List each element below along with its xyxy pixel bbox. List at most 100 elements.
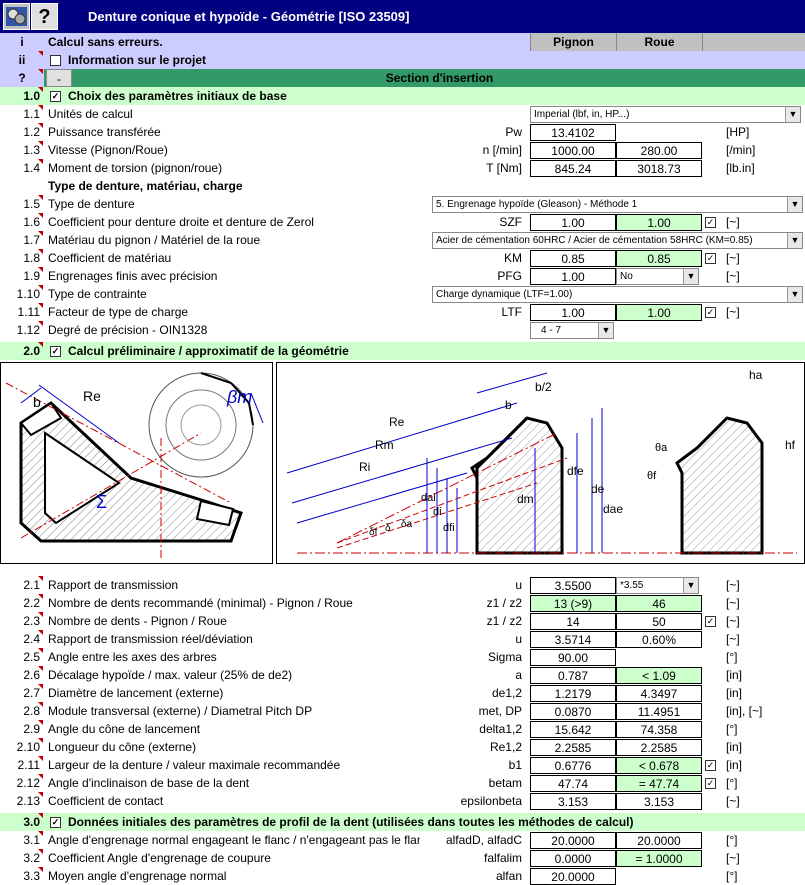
comment-marker: [38, 792, 43, 797]
row-label: Puissance transférée: [48, 125, 161, 139]
project-info-checkbox[interactable]: [50, 55, 61, 66]
row-index: ii: [18, 53, 26, 67]
row-unit: [~]: [726, 794, 740, 808]
row-unit: [°]: [726, 650, 738, 664]
speed-wheel-value: 280.00: [616, 142, 702, 159]
comment-marker: [38, 648, 43, 653]
row-label: Coefficient de contact: [48, 794, 164, 808]
ltf-input[interactable]: 1.00: [616, 304, 702, 321]
value-wheel: 0.60%: [616, 631, 702, 648]
app-icon[interactable]: [3, 3, 30, 30]
row-symbol: delta1,2: [420, 720, 522, 738]
row-number: 1.12: [16, 323, 40, 337]
row-number: 2.13: [16, 794, 40, 808]
value-pinion[interactable]: 47.74: [530, 775, 616, 792]
row-symbol: alfan: [420, 867, 522, 885]
row-label: Type de contrainte: [48, 287, 147, 301]
collapse-button[interactable]: -: [46, 69, 72, 87]
row-number: 2.11: [17, 758, 40, 772]
value-pinion[interactable]: 0.6776: [530, 757, 616, 774]
load-type-select[interactable]: Charge dynamique (LTF=1.00)▼: [432, 286, 803, 303]
value-wheel: = 47.74: [616, 775, 702, 792]
section-2-header: 2.0 ✓ Calcul préliminaire / approximatif…: [0, 342, 805, 360]
row-symbol: LTF: [501, 305, 522, 319]
select-value: 4 - 7: [541, 325, 562, 336]
section-2-checkbox[interactable]: ✓: [50, 346, 61, 357]
fig2-label-ri: Ri: [359, 460, 370, 474]
header-row: i Calcul sans erreurs. Pignon Roue: [0, 33, 805, 51]
torque-wheel-value: 3018.73: [616, 160, 702, 177]
row-index: ?: [0, 69, 44, 87]
value-pinion[interactable]: 90.00: [530, 649, 616, 666]
row-number: 1.9: [23, 269, 40, 283]
comment-marker: [38, 630, 43, 635]
comment-marker: [38, 756, 43, 761]
ratio-select[interactable]: *3.55▼: [616, 577, 699, 594]
km-checkbox[interactable]: ✓: [705, 253, 716, 264]
km-input[interactable]: 0.85: [616, 250, 702, 267]
units-select[interactable]: Imperial (lbf, in, HP...)▼: [530, 106, 801, 123]
section-3-checkbox[interactable]: ✓: [50, 817, 61, 828]
value-wheel[interactable]: 20.0000: [616, 832, 702, 849]
row-unit: [~]: [726, 305, 740, 319]
row-unit: [°]: [726, 722, 738, 736]
comment-marker: [38, 303, 43, 308]
value-wheel[interactable]: 50: [616, 613, 702, 630]
value-pinion[interactable]: 20.0000: [530, 832, 616, 849]
fig2-label-dm: dm: [517, 492, 534, 506]
bevel-gear-figure: Re b βm Σ: [0, 362, 273, 564]
value-pinion: 3.5714: [530, 631, 616, 648]
precision-select[interactable]: 4 - 7▼: [530, 322, 614, 339]
gear-type-select[interactable]: 5. Engrenage hypoïde (Gleason) - Méthode…: [432, 196, 803, 213]
section-3-header: 3.0 ✓ Données initiales des paramètres d…: [0, 813, 805, 831]
pfg-select[interactable]: No▼: [616, 268, 699, 285]
select-value: No: [620, 271, 633, 282]
row-label: Angle d'engrenage normal engageant le fl…: [48, 833, 420, 847]
comment-marker: [38, 576, 43, 581]
fig2-label-de: de: [591, 482, 605, 496]
comment-marker: [38, 141, 43, 146]
value-pinion[interactable]: 14: [530, 613, 616, 630]
fig2-label-dfi: dfi: [443, 522, 455, 534]
szf-checkbox[interactable]: ✓: [705, 217, 716, 228]
row-number: 2.10: [16, 740, 40, 754]
row-label: Rapport de transmission: [48, 578, 179, 592]
row-number: 2.5: [23, 650, 40, 664]
value-pinion[interactable]: 3.5500: [530, 577, 616, 594]
speed-pinion-input[interactable]: 1000.00: [530, 142, 616, 159]
comment-marker: [38, 666, 43, 671]
insertion-row: ? - Section d'insertion: [0, 69, 805, 87]
row-label: Unités de calcul: [48, 107, 133, 121]
value-pinion[interactable]: 0.0000: [530, 850, 616, 867]
chevron-down-icon: ▼: [785, 107, 800, 122]
row-symbol: Pw: [505, 125, 522, 139]
section-1-header: 1.0 ✓ Choix des paramètres initiaux de b…: [0, 87, 805, 105]
comment-marker: [38, 342, 43, 347]
help-button[interactable]: ?: [31, 3, 58, 30]
row-number: 1.6: [23, 215, 40, 229]
row-checkbox[interactable]: ✓: [705, 616, 716, 627]
ltf-checkbox[interactable]: ✓: [705, 307, 716, 318]
row-checkbox[interactable]: ✓: [705, 760, 716, 771]
szf-input[interactable]: 1.00: [616, 214, 702, 231]
row-label: Degré de précision - OIN1328: [48, 323, 208, 337]
row-symbol: alfadD, alfadC: [420, 831, 522, 849]
section-1-checkbox[interactable]: ✓: [50, 91, 61, 102]
row-symbol: KM: [504, 251, 522, 265]
project-info-row[interactable]: ii Information sur le projet: [0, 51, 805, 69]
comment-marker: [38, 831, 43, 836]
row-checkbox[interactable]: ✓: [705, 778, 716, 789]
row-number: 2.2: [23, 596, 40, 610]
value-pinion: 15.642: [530, 721, 616, 738]
row-1.4: 1.4 Moment de torsion (pignon/roue) T [N…: [0, 159, 805, 177]
comment-marker: [38, 69, 43, 74]
fig2-label-dai: dai: [421, 492, 436, 504]
material-select[interactable]: Acier de cémentation 60HRC / Acier de cé…: [432, 232, 803, 249]
value-pinion[interactable]: 0.787: [530, 667, 616, 684]
row-1.10: 1.10 Type de contrainte Charge dynamique…: [0, 285, 805, 303]
power-input[interactable]: 13.4102: [530, 124, 616, 141]
value-pinion[interactable]: 20.0000: [530, 868, 616, 885]
